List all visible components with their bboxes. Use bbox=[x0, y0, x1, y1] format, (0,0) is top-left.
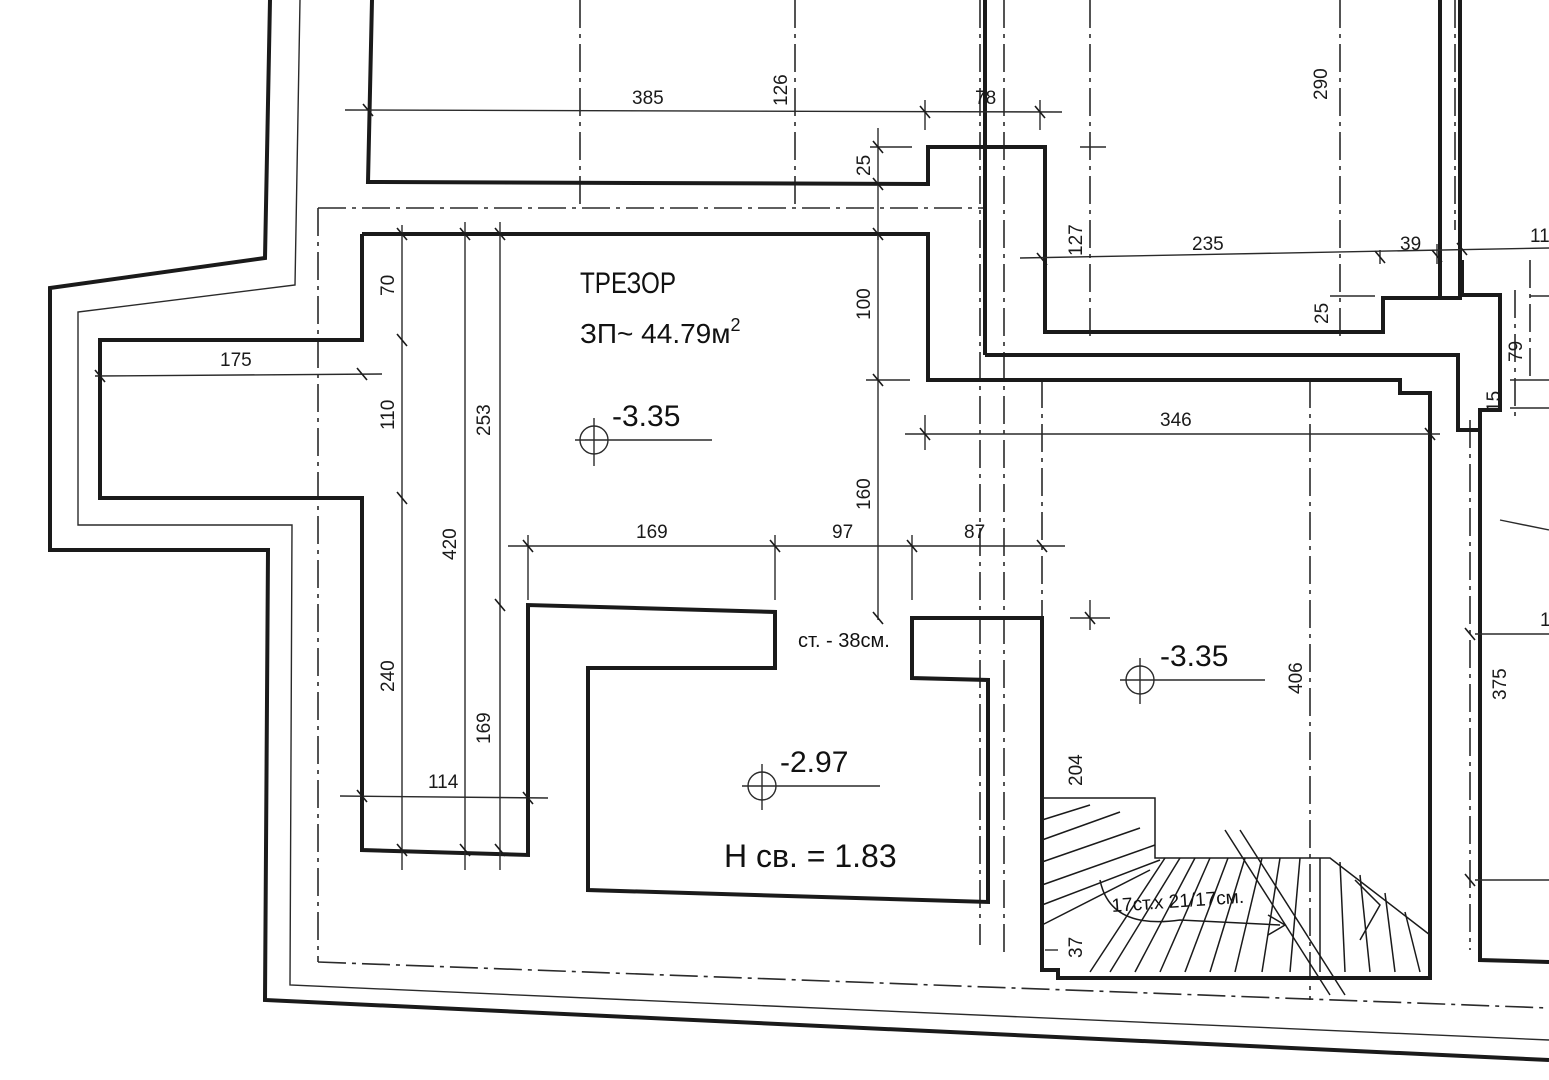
dim-1r: 1 bbox=[1540, 610, 1549, 631]
level-marker-inner-room bbox=[742, 764, 880, 810]
dim-126: 126 bbox=[771, 74, 792, 106]
clear-height: Н св. = 1.83 bbox=[724, 838, 897, 874]
level-marker-vault bbox=[575, 418, 712, 466]
dim-78: 78 bbox=[975, 88, 996, 109]
dim-37: 37 bbox=[1066, 937, 1087, 958]
dim-253: 253 bbox=[474, 404, 495, 436]
dim-97: 97 bbox=[832, 522, 853, 543]
stairs-note: 17ст.х 21/17см. bbox=[1111, 887, 1245, 917]
dim-420: 420 bbox=[440, 528, 461, 560]
dim-79: 79 bbox=[1506, 341, 1527, 362]
dim-290: 290 bbox=[1311, 68, 1332, 100]
dim-175: 175 bbox=[220, 350, 252, 371]
dim-406: 406 bbox=[1286, 662, 1307, 694]
dim-240: 240 bbox=[378, 660, 399, 692]
level-inner-room: -2.97 bbox=[780, 746, 848, 779]
dim-110: 110 bbox=[378, 400, 399, 430]
dim-15: 15 bbox=[1484, 391, 1505, 412]
dim-39: 39 bbox=[1400, 234, 1421, 255]
dim-87: 87 bbox=[964, 522, 985, 543]
dim-25b: 25 bbox=[1312, 303, 1333, 324]
dim-114: 114 bbox=[428, 772, 459, 793]
room-area: ЗП~ 44.79м2 bbox=[580, 315, 741, 349]
dim-235: 235 bbox=[1192, 234, 1224, 255]
dim-160: 160 bbox=[854, 478, 875, 510]
axis-lines bbox=[317, 0, 1549, 1009]
wall-note: ст. - 38см. bbox=[798, 630, 890, 652]
upper-room-walls bbox=[365, 0, 1442, 355]
staircase bbox=[1041, 797, 1431, 996]
dim-169a: 169 bbox=[636, 522, 668, 543]
dimension-ticks bbox=[94, 103, 1476, 887]
room-area-value: ЗП~ 44.79м bbox=[580, 318, 731, 349]
level-right-room: -3.35 bbox=[1160, 640, 1228, 673]
dim-127: 127 bbox=[1066, 224, 1087, 256]
dim-204: 204 bbox=[1066, 754, 1087, 786]
dim-375: 375 bbox=[1490, 668, 1511, 700]
dim-100: 100 bbox=[854, 288, 875, 320]
vault-walls bbox=[98, 232, 1480, 980]
room-name: ТРЕЗОР bbox=[580, 267, 676, 300]
dim-346: 346 bbox=[1160, 410, 1192, 431]
dim-169b: 169 bbox=[474, 712, 495, 744]
outer-walls bbox=[48, 0, 1549, 1062]
dim-25a: 25 bbox=[854, 155, 875, 176]
dim-385: 385 bbox=[632, 88, 664, 109]
level-marker-right-room bbox=[1120, 658, 1265, 704]
room-area-sup: 2 bbox=[731, 315, 741, 335]
dim-11x: 11 bbox=[1530, 226, 1549, 247]
dim-70: 70 bbox=[378, 275, 399, 296]
level-vault: -3.35 bbox=[612, 400, 680, 433]
